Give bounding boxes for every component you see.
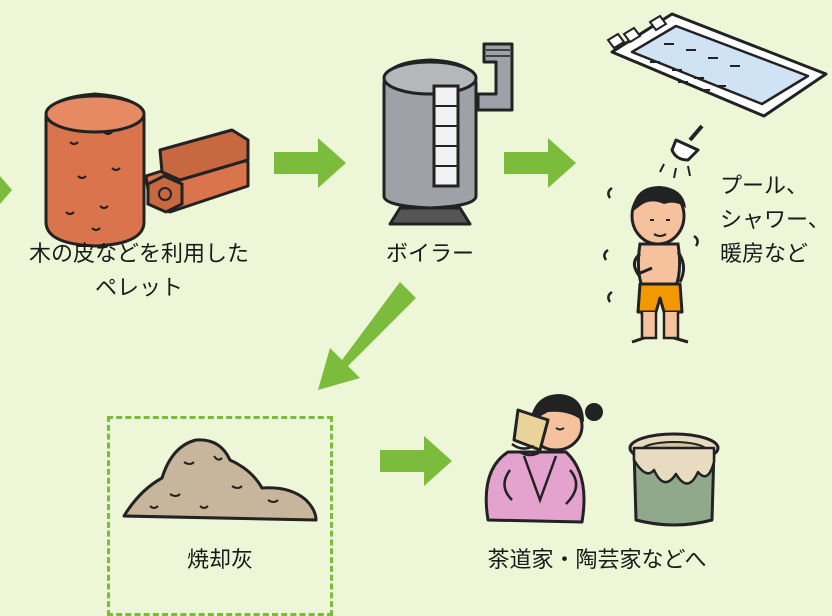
boiler-label: ボイラー <box>385 242 474 267</box>
uses-label-line2: シャワー、 <box>720 208 830 233</box>
flow-diagram <box>0 12 828 527</box>
tea-bowl-icon <box>628 432 720 527</box>
arrow-ash-to-artisans <box>380 436 452 486</box>
uses-label-line3: 暖房など <box>720 242 809 267</box>
ash-label: 焼却灰 <box>186 548 253 573</box>
uses-label-line1: プール、 <box>720 174 809 199</box>
boy-icon <box>603 186 699 344</box>
pellet-icon <box>44 92 250 248</box>
arrow-boiler-to-ash <box>318 282 416 390</box>
arrow-boiler-to-uses <box>504 138 576 188</box>
boiler-icon <box>382 42 514 226</box>
pellet-label-line2: ペレット <box>94 276 183 301</box>
uses-label: プール、 シャワー、 暖房など <box>720 170 832 272</box>
pellet-label-line1: 木の皮などを利用した <box>28 242 249 267</box>
ash-dashed-box <box>107 416 333 616</box>
ash-pile-icon <box>122 438 318 522</box>
tea-ceremony-person-icon <box>484 394 603 524</box>
arrow-pellet-to-boiler <box>274 138 346 188</box>
pellet-label: 木の皮などを利用した ペレット <box>0 238 278 306</box>
shower-head-icon <box>659 124 704 179</box>
pool-icon <box>606 12 828 118</box>
artisans-label: 茶道家・陶芸家などへ <box>487 548 707 573</box>
incoming-arrow <box>0 176 12 204</box>
